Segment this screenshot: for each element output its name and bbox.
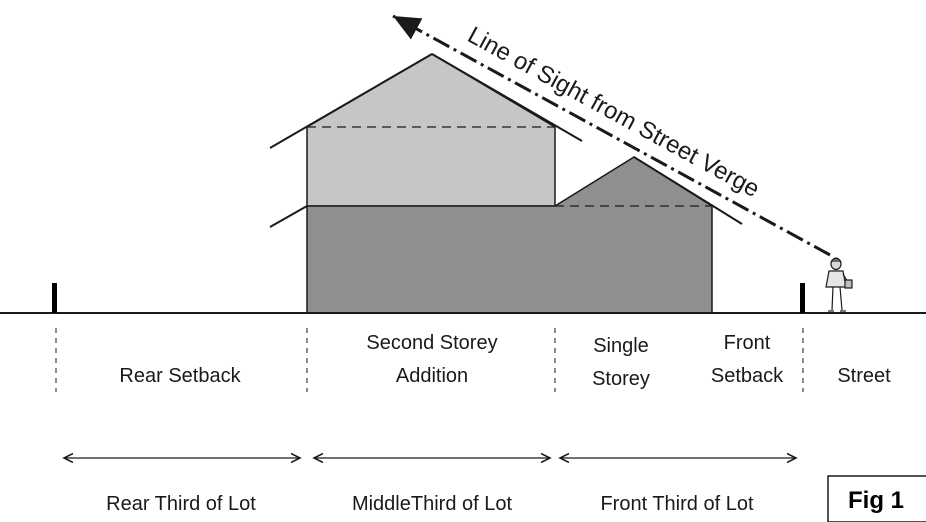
single-storey-roof-eave (633, 156, 743, 225)
upper-roof-eave-right (431, 53, 583, 142)
second-storey-addition (306, 53, 556, 207)
line-of-sight-arrow (392, 14, 831, 257)
front-third-label: Front Third of Lot (600, 493, 753, 515)
pedestrian-figure (825, 257, 853, 312)
lower-roof-eave-left (269, 205, 308, 228)
rear-boundary-post (52, 283, 57, 313)
zone-label-rear-setback: Rear Setback (119, 365, 241, 387)
rear-third-label: Rear Third of Lot (106, 493, 256, 515)
zone-label-front-setback-line-1: Front (724, 332, 771, 354)
figure-tag: Fig 1 (848, 487, 904, 514)
middle-third-label: MiddleThird of Lot (352, 493, 513, 515)
front-boundary-post (800, 283, 805, 313)
zone-label-single-storey-line-1: Single (593, 335, 649, 357)
zone-label-second-storey-line-2: Addition (396, 365, 468, 387)
zone-label-second-storey-line-1: Second Storey (366, 332, 497, 354)
upper-roof-eave-left (269, 53, 433, 149)
figure-tag-box (827, 475, 926, 522)
zone-label-street: Street (837, 365, 891, 387)
zone-label-single-storey-line-2: Storey (592, 368, 650, 390)
zone-label-front-setback-line-2: Setback (711, 365, 784, 387)
